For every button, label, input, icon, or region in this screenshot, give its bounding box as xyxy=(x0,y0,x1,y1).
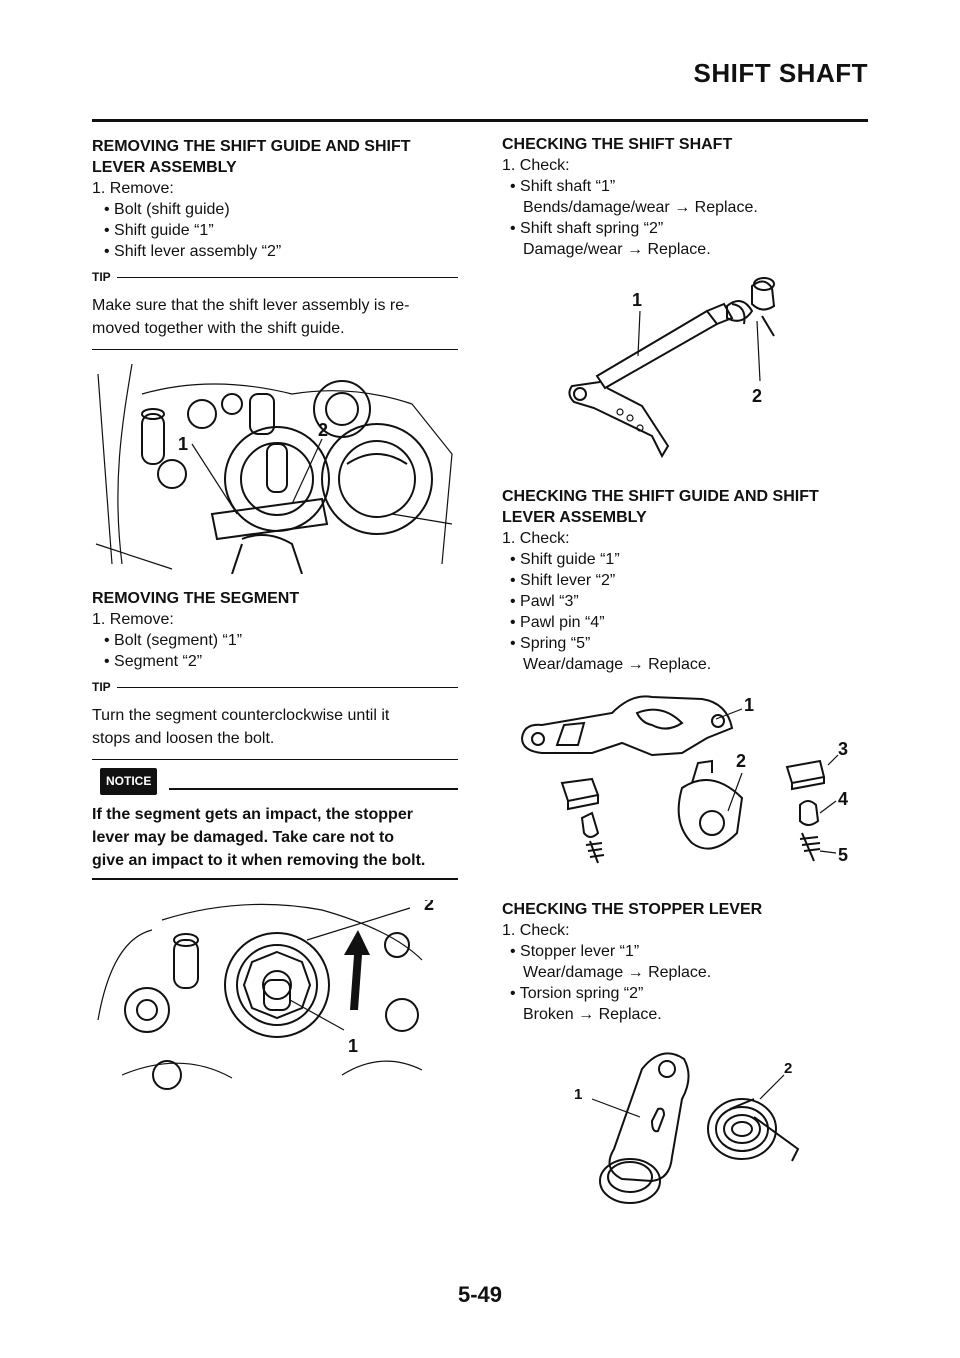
shift-shaft-illustration: 1 2 xyxy=(568,277,776,459)
step-check: 1. Check: xyxy=(502,922,570,939)
list-item: • Pawl pin “4” xyxy=(510,614,605,631)
list-item: • Torsion spring “2” xyxy=(510,985,644,1002)
callout-1: 1 xyxy=(348,1036,358,1056)
notice-line-3: give an impact to it when removing the b… xyxy=(92,852,426,869)
list-item-result: Bends/damage/wear → Replace. xyxy=(523,199,758,216)
notice-line-1: If the segment gets an impact, the stopp… xyxy=(92,806,413,823)
list-item: • Bolt (shift guide) xyxy=(104,201,230,218)
step-check: 1. Check: xyxy=(502,157,570,174)
callout-3: 3 xyxy=(838,739,848,759)
shift-guide-removal-illustration: 1 2 xyxy=(95,364,453,574)
heading-remove-shift-guide: REMOVING THE SHIFT GUIDE AND SHIFT xyxy=(92,138,411,155)
list-item: • Pawl “3” xyxy=(510,593,579,610)
tip-rule xyxy=(116,686,458,688)
tip-line-2: moved together with the shift guide. xyxy=(92,320,345,337)
list-item: • Spring “5” xyxy=(510,635,591,652)
heading-check-shift-shaft: CHECKING THE SHIFT SHAFT xyxy=(502,136,733,153)
callout-2: 2 xyxy=(318,420,328,440)
heading-remove-shift-guide-cont: LEVER ASSEMBLY xyxy=(92,159,237,176)
notice-end-rule xyxy=(92,878,458,880)
step-check: 1. Check: xyxy=(502,530,570,547)
left-column: REMOVING THE SHIFT GUIDE AND SHIFT LEVER… xyxy=(92,136,458,1090)
heading-check-shift-guide-cont: LEVER ASSEMBLY xyxy=(502,509,647,526)
notice-header: NOTICE xyxy=(92,768,458,795)
tip-header: TIP xyxy=(92,270,458,284)
callout-1: 1 xyxy=(744,695,754,715)
heading-remove-segment: REMOVING THE SEGMENT xyxy=(92,590,300,607)
notice-text: If the segment gets an impact, the stopp… xyxy=(92,803,458,872)
callout-1: 1 xyxy=(178,434,188,454)
header-rule xyxy=(92,119,868,122)
step-remove: 1. Remove: xyxy=(92,611,174,628)
tip-line-2: stops and loosen the bolt. xyxy=(92,730,275,747)
notice-line-2: lever may be damaged. Take care not to xyxy=(92,829,395,846)
list-item: • Shift lever “2” xyxy=(510,572,616,589)
right-column: CHECKING THE SHIFT SHAFT 1. Check: • Shi… xyxy=(502,134,868,1229)
tip-end-rule xyxy=(92,349,458,350)
callout-1: 1 xyxy=(574,1086,582,1103)
list-item-result: Damage/wear → Replace. xyxy=(523,241,711,258)
list-item: • Shift lever assembly “2” xyxy=(104,243,282,260)
callout-4: 4 xyxy=(838,789,848,809)
tip-line-1: Turn the segment counterclockwise until … xyxy=(92,707,390,724)
list-item-result: Wear/damage → Replace. xyxy=(523,656,712,673)
tip-end-rule xyxy=(92,759,458,760)
shift-guide-parts-illustration: 1 2 3 4 5 xyxy=(520,695,848,865)
callout-2: 2 xyxy=(736,751,746,771)
callout-1: 1 xyxy=(632,290,642,310)
tip-line-1: Make sure that the shift lever assembly … xyxy=(92,297,410,314)
tip-text: Turn the segment counterclockwise until … xyxy=(92,704,458,750)
tip-rule xyxy=(116,276,458,278)
list-item: • Segment “2” xyxy=(104,653,203,670)
callout-5: 5 xyxy=(838,845,848,865)
list-item-result: Broken → Replace. xyxy=(523,1006,662,1023)
list-item: • Shift shaft spring “2” xyxy=(510,220,664,237)
list-item: • Stopper lever “1” xyxy=(510,943,640,960)
notice-rule xyxy=(169,787,458,790)
list-item: • Shift guide “1” xyxy=(510,551,620,568)
list-item: • Shift shaft “1” xyxy=(510,178,616,195)
tip-text: Make sure that the shift lever assembly … xyxy=(92,294,458,340)
callout-2: 2 xyxy=(752,386,762,406)
callout-2: 2 xyxy=(784,1060,792,1077)
heading-check-shift-guide: CHECKING THE SHIFT GUIDE AND SHIFT xyxy=(502,488,819,505)
list-item: • Bolt (segment) “1” xyxy=(104,632,243,649)
notice-badge: NOTICE xyxy=(100,768,158,795)
page-number: 5-49 xyxy=(457,1282,503,1307)
step-remove: 1. Remove: xyxy=(92,180,174,197)
page-title: SHIFT SHAFT xyxy=(693,58,868,88)
list-item: • Shift guide “1” xyxy=(104,222,214,239)
segment-removal-illustration: 2 1 xyxy=(97,900,434,1090)
heading-check-stopper-lever: CHECKING THE STOPPER LEVER xyxy=(502,901,763,918)
tip-header: TIP xyxy=(92,680,458,694)
stopper-lever-illustration: 1 2 xyxy=(574,1052,800,1204)
tip-label: TIP xyxy=(92,269,111,284)
tip-label: TIP xyxy=(92,679,111,694)
callout-2: 2 xyxy=(424,900,434,914)
list-item-result: Wear/damage → Replace. xyxy=(523,964,712,981)
